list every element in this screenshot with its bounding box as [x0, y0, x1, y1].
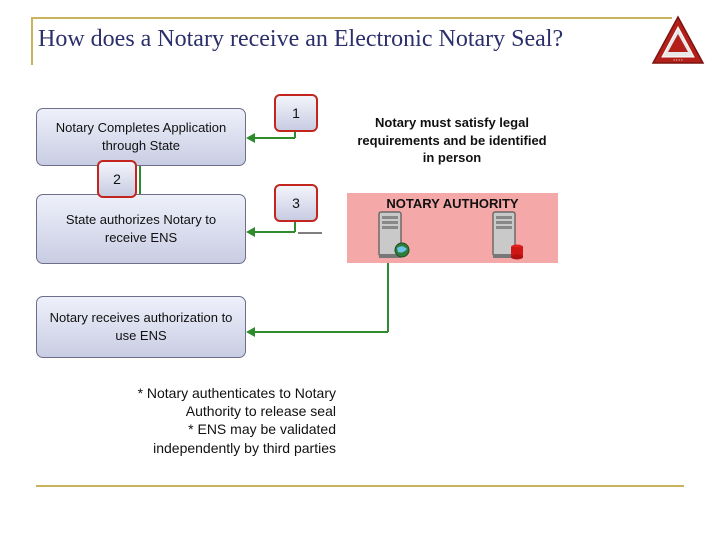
step-3-label: 3: [292, 195, 300, 211]
application-box: Notary Completes Application through Sta…: [36, 108, 246, 166]
step-1-badge: 1: [274, 94, 318, 132]
title-rule-top: [32, 17, 672, 19]
step-2-label: 2: [113, 171, 121, 187]
step-2-badge: 2: [97, 160, 137, 198]
application-label: Notary Completes Application through Sta…: [55, 120, 227, 153]
step-1-label: 1: [292, 105, 300, 121]
notary-triangle-logo-icon: • • • •: [651, 15, 705, 64]
title-rule-left: [31, 17, 33, 65]
authority-database-server-icon: [492, 211, 523, 260]
notes-block: * Notary authenticates to Notary Authori…: [100, 384, 336, 457]
footer-rule: [36, 485, 684, 487]
note-line: * Notary authenticates to Notary: [137, 385, 336, 401]
note-line: Authority to release seal: [185, 403, 336, 420]
svg-text:• • • •: • • • •: [674, 57, 684, 62]
requirements-text: Notary must satisfy legal requirements a…: [357, 115, 547, 166]
page-title: How does a Notary receive an Electronic …: [38, 26, 564, 52]
receives-authorization-box: Notary receives authorization to use ENS: [36, 296, 246, 358]
notary-authority-label: NOTARY AUTHORITY: [386, 196, 519, 211]
note-line: * ENS may be validated: [188, 421, 336, 438]
state-authorizes-label: State authorizes Notary to receive ENS: [65, 212, 217, 245]
step-3-badge: 3: [274, 184, 318, 222]
receives-authorization-label: Notary receives authorization to use ENS: [49, 310, 233, 343]
state-authorizes-box: State authorizes Notary to receive ENS: [36, 194, 246, 264]
notary-server-icon: [378, 211, 410, 258]
note-line: independently by third parties: [153, 439, 336, 456]
